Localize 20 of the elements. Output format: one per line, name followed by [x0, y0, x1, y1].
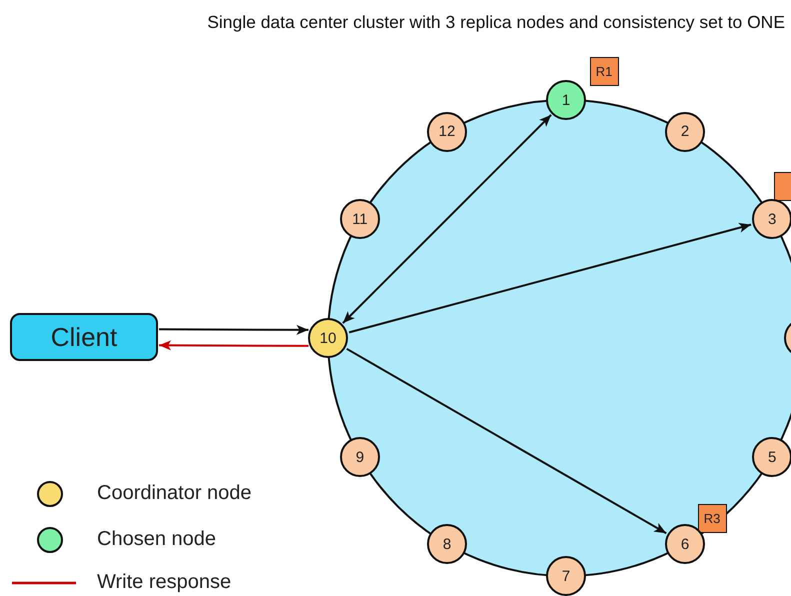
arrow [159, 324, 308, 335]
node-circle: 12 [427, 112, 467, 152]
node-circle: 11 [340, 199, 380, 239]
node-circle: 1 [546, 80, 586, 120]
legend-label: Coordinator node [97, 482, 252, 505]
arrow [348, 222, 752, 334]
title: Single data center cluster with 3 replica nodes and consistency set to ONE [206, 12, 786, 33]
node-circle: 2 [665, 112, 705, 152]
node-circle: 8 [427, 524, 467, 564]
node-circle: 9 [340, 437, 380, 477]
legend-label: Chosen node [97, 528, 216, 551]
arrow [159, 340, 308, 350]
replica-tag: R1 [590, 56, 618, 86]
arrow [346, 348, 667, 534]
replica-tag: R3 [698, 504, 726, 533]
node-circle: 10 [308, 318, 348, 358]
arrow [342, 114, 552, 324]
client-box: Client [10, 313, 158, 361]
legend-label: Write response [97, 571, 232, 594]
node-circle: 7 [546, 556, 586, 596]
